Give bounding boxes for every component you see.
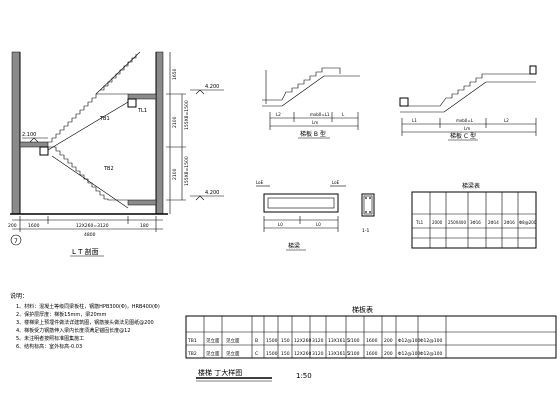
board-table-title: 梯板表 [352, 305, 373, 314]
tb2-elev: 见立面 [226, 350, 240, 357]
tb-c-detail [399, 65, 537, 136]
note-line-5: 5、未注明者按照标准图集施工 [16, 335, 84, 342]
dim-side-3: 2100 [172, 116, 178, 128]
note-line-2: 2、保护层厚度：梯板15mm，梁20mm [16, 311, 107, 318]
beam-detail [256, 185, 375, 232]
board-table [185, 315, 557, 359]
beam-l0-1: L0 [278, 222, 283, 227]
dim-bottom-3: 12X260=3120 [76, 223, 109, 229]
dim-side-1: 1650 [172, 68, 178, 80]
tl-table [411, 191, 537, 249]
tb2-mxh0: 13X161.5 [328, 351, 350, 357]
tl-cell-2: 2Φ14 [488, 220, 499, 225]
level-upper: 4.200 [205, 84, 219, 90]
dim-bottom-1: 200 [8, 223, 17, 229]
tb1-l2: 200 [384, 338, 393, 344]
tb2-l2: 200 [384, 351, 393, 357]
tb1-l01: 3120 [312, 338, 324, 344]
notes-title: 说明： [10, 292, 28, 300]
tb2-t: 150 [281, 351, 290, 357]
label-tl1: TL1 [137, 108, 147, 114]
label-tb2: TB2 [103, 166, 114, 172]
tb1-floor: 见立面 [206, 337, 220, 344]
tb2-top-bars: Φ12@100 [420, 351, 442, 357]
beam-title: 梯梁 [288, 242, 300, 250]
tl-cell-4: Φ8@200 [519, 220, 537, 225]
tl-cell-bxh: 250X400 [448, 220, 466, 225]
tl-cell-1: 3Φ16 [470, 220, 481, 225]
footer-scale: 1:50 [296, 372, 312, 380]
mid-landing [19, 141, 49, 148]
tb2-type: C [255, 351, 258, 357]
beam-loe-1: LoE [256, 180, 264, 185]
tbc-dim-1: L1 [412, 118, 417, 123]
tb1-t: 150 [281, 338, 290, 344]
axis-label: 7 [14, 238, 18, 245]
tbb-title: 梯板 B 型 [300, 130, 326, 138]
tb2-b: 1500 [266, 351, 278, 357]
right-wall [155, 51, 164, 215]
tb1-mxb0: 12X260 [294, 338, 312, 344]
flight-tb2-steps [48, 146, 128, 201]
dim-side-4: 155X8=1500 [184, 156, 190, 186]
tbc-title: 梯板 C 型 [450, 132, 476, 140]
dim-bottom-4: 180 [140, 223, 149, 229]
dim-bottom-5: 4800 [84, 232, 96, 238]
tb2-mxb0: 12X260 [294, 351, 312, 357]
tbb-dim-2: mxb0=L1 [310, 112, 330, 117]
tb2-floor: 见立面 [206, 350, 220, 357]
footer-title: 楼梯 丁大样图 [198, 368, 242, 377]
tb2-bottom-bars: Φ12@100 [398, 351, 420, 357]
beam-loe-2: LoE [332, 180, 340, 185]
tl-table-title: 梯梁表 [462, 182, 480, 190]
tbc-dim-4: Lm [464, 126, 470, 131]
note-line-6: 6、结构标高：室外标高-0.03 [16, 343, 82, 350]
stair-section [10, 51, 224, 246]
beam-l0-2: L0 [316, 222, 321, 227]
tb-b-detail [262, 67, 360, 130]
tb2-l01: 3120 [312, 351, 324, 357]
beam-tl1-b [127, 98, 137, 108]
tb1-l1: 1600 [366, 338, 378, 344]
lower-landing [127, 199, 157, 206]
tbc-dim-3: L2 [504, 118, 509, 123]
beam-tl1-a [39, 146, 49, 156]
tbb-dim-1: L2 [276, 112, 281, 117]
level-mid: 2.100 [22, 132, 36, 138]
tb1-b: 1500 [266, 338, 278, 344]
tb2-code: TB2 [187, 351, 197, 357]
tbb-dim-4: Lm [312, 120, 318, 125]
upper-landing [127, 93, 157, 100]
level-lower: 4.200 [205, 190, 219, 196]
tl-cell-code: TL1 [415, 220, 424, 225]
tb1-l02: 2100 [348, 338, 360, 344]
label-tb1: TB1 [99, 116, 110, 122]
note-line-4: 4、梯板受力钢筋伸入梁内长度须满足锚固长度@12 [16, 327, 131, 334]
dim-side-5: 2100 [172, 168, 178, 180]
left-wall [11, 51, 21, 215]
tb2-l1: 1600 [366, 351, 378, 357]
tl-cell-b: 2000 [432, 220, 443, 225]
tl-cell-3: 2Φ16 [504, 220, 515, 225]
tb1-elev: 见立面 [226, 337, 240, 344]
tb1-bottom-bars: Φ12@100 [398, 338, 420, 344]
dim-side-2: 155X8=1500 [184, 100, 190, 130]
note-line-3: 3、楼梯梁上预埋件做法详建筑图，钢筋接头做法见图纸@200 [16, 319, 154, 326]
tb1-code: TB1 [187, 338, 197, 344]
tb1-top-bars: Φ12@100 [420, 338, 442, 344]
note-line-1: 1、材料：混凝土等级同梁板柱，钢筋HPB300(Φ)，HRB400(Φ) [16, 303, 160, 310]
tbc-dim-2: mxb0=L [456, 118, 474, 123]
tb1-type: B [255, 338, 258, 344]
dim-bottom-2: 1600 [28, 223, 40, 229]
beam-cut-label: 1-1 [362, 228, 369, 234]
section-title: L T 剖面 [72, 247, 99, 256]
tb1-mxh0: 13X161.5 [328, 338, 350, 344]
flight-tb1-steps [48, 93, 128, 143]
tb2-l02: 2100 [348, 351, 360, 357]
axis-bubble [10, 234, 22, 246]
tbb-dim-3: L [342, 112, 345, 117]
